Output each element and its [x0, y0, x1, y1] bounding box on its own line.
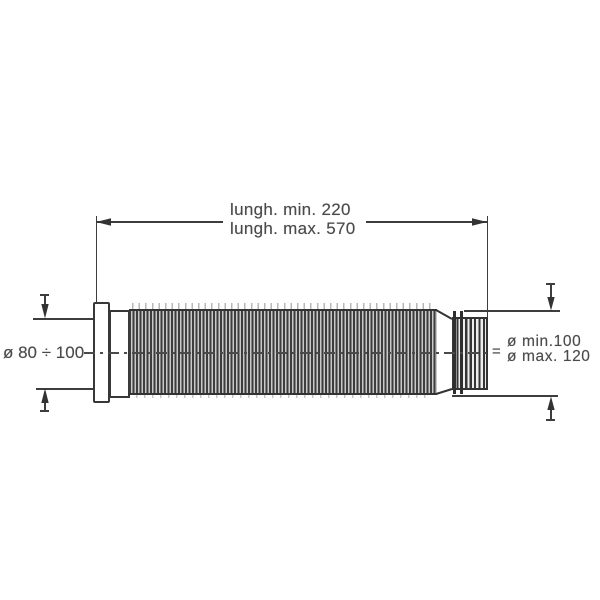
outlet-top-arrowhead	[547, 297, 555, 311]
outlet-diameter-labels: ø min.100 ø max. 120	[507, 333, 591, 365]
arrow-shaft-outlet-top	[550, 284, 552, 298]
dimension-line-length-left-segment	[96, 221, 223, 223]
arrow-shaft-inlet-bottom	[44, 403, 46, 412]
arrow-shaft-outlet-bottom	[550, 409, 552, 420]
arrow-tick-outlet-top	[546, 283, 555, 285]
taper-outline	[435, 309, 453, 395]
centerline	[84, 352, 488, 354]
extension-line-inlet-top	[33, 318, 93, 320]
length-min-label: lungh. min. 220	[230, 200, 351, 219]
dimension-line-length-right-segment	[366, 221, 487, 223]
length-right-arrowhead	[472, 218, 487, 226]
extension-line-inlet-bottom	[36, 388, 93, 390]
length-max-label: lungh. max. 570	[230, 218, 356, 238]
extension-line-outlet-bottom	[452, 395, 558, 397]
inlet-bottom-arrowhead	[41, 388, 49, 403]
arrow-tick-inlet-top	[40, 294, 49, 296]
outlet-diameter-min-label: ø min.100	[507, 333, 582, 350]
extension-line-length-left	[95, 216, 98, 302]
extension-line-outlet-top	[464, 310, 560, 312]
arrow-shaft-inlet-top	[44, 295, 46, 305]
length-dimension-labels: lungh. min. 220 lungh. max. 570	[230, 200, 356, 238]
length-left-arrowhead	[96, 218, 111, 226]
arrow-tick-outlet-bottom	[546, 419, 555, 421]
inlet-top-arrowhead	[41, 304, 49, 319]
outlet-diameter-max-label: ø max. 120	[507, 348, 591, 365]
outlet-sleeve	[452, 317, 488, 390]
corrugation-crest-fuzz-top	[132, 303, 435, 310]
inlet-diameter-label: ø 80 ÷ 100	[3, 343, 85, 362]
arrow-tick-inlet-bottom	[40, 410, 49, 412]
outlet-bottom-arrowhead	[547, 396, 555, 410]
extension-line-length-right	[486, 216, 489, 318]
corrugation-crest-fuzz-bottom	[136, 394, 432, 398]
equals-sign: =	[492, 343, 501, 360]
